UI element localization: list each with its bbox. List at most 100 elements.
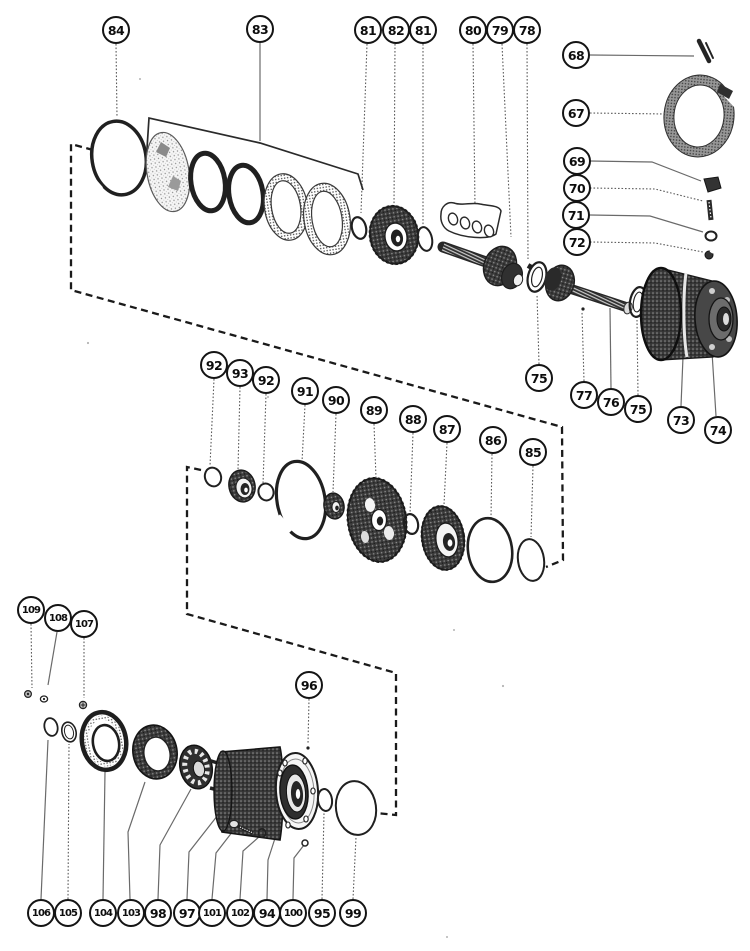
callout-68: 68 [562, 41, 590, 69]
leader-102 [239, 835, 261, 900]
part-o-ring-86 [466, 516, 514, 584]
leader-98 [157, 788, 192, 900]
leader-91 [301, 404, 306, 463]
leader-85 [530, 465, 534, 538]
part-o-ring-81a [350, 216, 368, 240]
leader-96 [307, 698, 310, 745]
callout-72: 72 [563, 228, 591, 256]
callout-75-a: 75 [525, 364, 553, 392]
callout-96: 96 [295, 671, 323, 699]
leader-93 [237, 386, 241, 471]
callout-104: 104 [89, 899, 117, 927]
clutch-plate-1 [188, 150, 228, 214]
part-clutch-hub-74 [694, 280, 738, 358]
part-bearing-race-104 [79, 709, 129, 773]
part-pinion-gear-90 [323, 492, 345, 520]
part-bearing-93 [228, 469, 256, 503]
part-gasket-80 [440, 201, 502, 239]
part-ring-95 [316, 788, 334, 812]
callout-83: 83 [246, 15, 274, 43]
leader-lines [30, 43, 717, 900]
callout-101: 101 [198, 899, 226, 927]
part-wedge-block-69 [703, 176, 722, 193]
callout-75-b: 75 [624, 395, 652, 423]
leader-92a [209, 378, 215, 467]
callout-87: 87 [433, 415, 461, 443]
callout-102: 102 [226, 899, 254, 927]
leader-100 [292, 844, 305, 900]
callout-84: 84 [102, 16, 130, 44]
leader-88 [409, 432, 414, 515]
part-splined-shaft-79 [437, 241, 524, 290]
part-o-ring-106 [43, 717, 59, 737]
callout-97: 97 [173, 899, 201, 927]
part-clip-102 [257, 827, 267, 838]
leader-101 [211, 830, 234, 900]
callout-73: 73 [667, 406, 695, 434]
callout-88: 88 [399, 405, 427, 433]
leader-67 [589, 112, 667, 115]
callout-92-b: 92 [252, 366, 280, 394]
callout-89: 89 [360, 396, 388, 424]
leader-71 [589, 214, 704, 233]
clutch-plate-2 [226, 162, 266, 226]
part-clutch-plate-stack-83 [145, 116, 364, 256]
callout-69: 69 [563, 147, 591, 175]
part-bolt-101 [228, 819, 254, 835]
leader-75b [636, 319, 639, 396]
scan-noise [86, 78, 505, 938]
dashed-boundary-lower-group [185, 465, 398, 817]
callout-81-a: 81 [354, 16, 382, 44]
part-washer-108 [39, 695, 49, 703]
part-bearing-housing-97 [207, 746, 320, 841]
leader-68 [589, 54, 695, 57]
leader-108 [47, 631, 58, 686]
leader-87 [443, 442, 448, 506]
part-ring-71 [704, 230, 718, 242]
part-o-ring-92a [203, 466, 223, 488]
callout-78: 78 [513, 16, 541, 44]
part-o-ring-85 [516, 538, 546, 582]
callout-103: 103 [117, 899, 145, 927]
part-pin-70 [706, 199, 714, 221]
leader-72 [589, 241, 704, 253]
leader-69 [589, 160, 702, 182]
callout-70: 70 [563, 174, 591, 202]
callout-90: 90 [322, 386, 350, 414]
part-o-ring-99 [334, 780, 378, 836]
leader-89 [373, 423, 377, 479]
part-dowel-pin-96 [306, 746, 310, 750]
leader-84 [115, 43, 118, 118]
callout-74: 74 [704, 416, 732, 444]
leader-97 [186, 805, 226, 900]
leader-104 [102, 771, 106, 900]
callout-93: 93 [226, 359, 254, 387]
clutch-plate-4 [302, 182, 352, 256]
part-anchor-pin-68 [696, 38, 714, 64]
part-ball-100 [301, 839, 309, 847]
clutch-drive-disc [145, 131, 191, 213]
leader-76 [609, 307, 612, 389]
part-gear-89 [346, 477, 408, 563]
part-gear-shaft-76 [544, 264, 633, 315]
leader-70 [589, 187, 704, 202]
leader-82 [393, 43, 396, 207]
part-o-ring-81b [416, 226, 434, 252]
leader-73 [680, 356, 684, 407]
leader-95 [321, 812, 325, 900]
callout-95: 95 [308, 899, 336, 927]
part-snap-ring-91 [273, 459, 328, 541]
leader-103 [127, 781, 146, 900]
callout-85: 85 [519, 438, 547, 466]
leader-90 [332, 413, 337, 493]
callout-108: 108 [44, 604, 72, 632]
callout-105: 105 [54, 899, 82, 927]
part-ring-88 [402, 513, 420, 535]
leader-77 [581, 311, 585, 382]
callout-77: 77 [570, 381, 598, 409]
leader-106 [40, 739, 49, 900]
callout-109: 109 [17, 596, 45, 624]
callout-94: 94 [253, 899, 281, 927]
